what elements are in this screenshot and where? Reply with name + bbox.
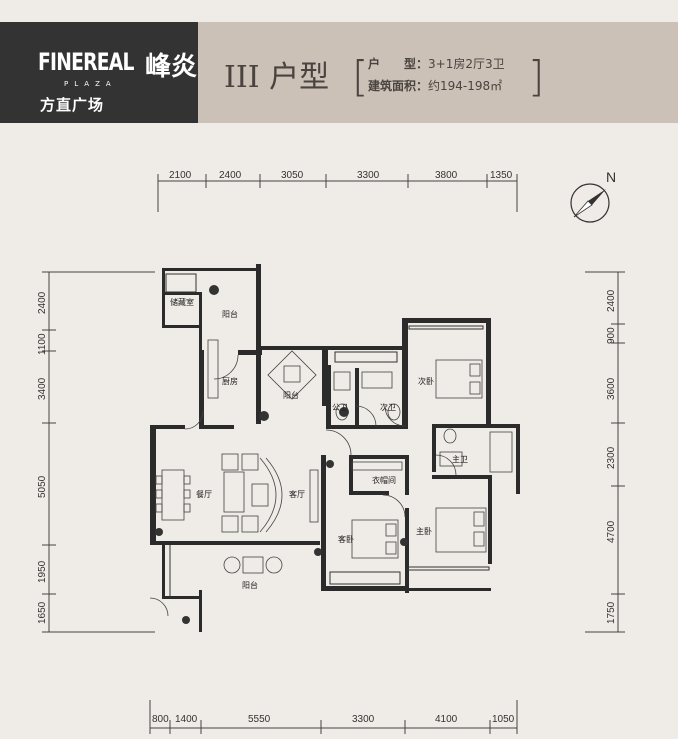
top-dim-2: 2400 (219, 170, 242, 181)
plants-icon (155, 285, 408, 624)
balcony-railings (165, 273, 490, 598)
spec-area-value: 约194-198㎡ (428, 79, 503, 93)
sofa-set-icon (221, 453, 319, 533)
bottom-dim-5: 4100 (435, 714, 458, 725)
left-bracket: [ (352, 52, 369, 101)
right-bracket: ] (528, 52, 545, 101)
logo-chinese-name: 方直广场 (40, 96, 105, 114)
right-dimension-line (585, 271, 625, 633)
bath-fixtures-icon (207, 339, 513, 473)
top-dim-4: 3300 (357, 170, 380, 181)
top-dim-1: 2100 (169, 170, 192, 181)
spec-type-value: 3+1房2厅3卫 (428, 57, 505, 71)
right-dim-4: 2300 (606, 446, 617, 469)
compass-icon: N (570, 169, 616, 223)
bottom-dim-2: 1400 (175, 714, 198, 725)
room-label-second-bath: 次卫 (380, 402, 396, 412)
unit-type-title: III 户型 (224, 60, 330, 95)
compass-north-label: N (606, 169, 616, 185)
left-dim-3: 3400 (37, 377, 48, 400)
right-dim-6: 1750 (606, 601, 617, 624)
room-label-master-bath: 主卫 (452, 454, 468, 464)
top-dim-3: 3050 (281, 170, 304, 181)
logo-subtitle: PLAZA (64, 80, 117, 88)
left-dim-4: 5050 (37, 475, 48, 498)
room-label-storage: 储藏室 (170, 297, 194, 307)
right-dim-5: 4700 (606, 520, 617, 543)
bottom-dim-3: 5550 (248, 714, 271, 725)
room-label-cloakroom: 衣帽间 (372, 475, 396, 485)
logo-wordmark: FINEREAL (38, 48, 134, 76)
bottom-dimension-line (149, 700, 518, 734)
room-label-living: 客厅 (289, 489, 305, 499)
room-label-master-bedroom: 主卧 (416, 526, 432, 536)
bottom-dim-6: 1050 (492, 714, 515, 725)
spec-type-row: 户 型：3+1房2厅3卫 (368, 55, 505, 72)
beds-icon (351, 359, 487, 559)
spec-area-row: 建筑面积：约194-198㎡ (368, 77, 502, 94)
left-dim-2: 1100 (37, 333, 48, 355)
room-label-guest-bedroom: 客卧 (338, 534, 354, 544)
right-dim-1: 2400 (606, 289, 617, 312)
room-label-dining: 餐厅 (196, 490, 212, 499)
dining-table-icon (155, 469, 191, 521)
room-label-balcony-north: 阳台 (222, 309, 238, 319)
top-dim-6: 1350 (490, 170, 513, 181)
spec-type-label: 户 型： (368, 57, 429, 71)
spec-area-label: 建筑面积： (368, 79, 429, 93)
room-label-kitchen: 厨房 (222, 376, 238, 386)
left-dim-1: 2400 (37, 291, 48, 314)
bottom-dim-4: 3300 (352, 714, 375, 725)
door-swings (149, 354, 457, 617)
room-label-balcony-mid: 阳台 (283, 390, 299, 400)
balcony-furniture-icon (223, 350, 317, 574)
logo-block: FINEREAL PLAZA 方直广场 峰炎 (0, 22, 198, 123)
brand-mark: 峰炎 (145, 52, 198, 82)
header-banner: FINEREAL PLAZA 方直广场 峰炎 III 户型 [ ] 户 型：3+… (0, 22, 678, 123)
room-label-public-bath: 公卫 (332, 403, 348, 412)
bottom-dim-1: 800 (152, 714, 169, 725)
left-dim-6: 1650 (37, 601, 48, 624)
top-dimension-line (157, 174, 518, 212)
left-dim-5: 1950 (37, 560, 48, 583)
top-dim-5: 3800 (435, 170, 458, 181)
walls (150, 264, 520, 632)
right-dim-2: 900 (606, 327, 617, 344)
room-label-balcony-south: 阳台 (242, 580, 258, 590)
right-dim-3: 3600 (606, 377, 617, 400)
room-label-second-bedroom: 次卧 (418, 376, 434, 386)
left-dimension-line (42, 271, 155, 633)
